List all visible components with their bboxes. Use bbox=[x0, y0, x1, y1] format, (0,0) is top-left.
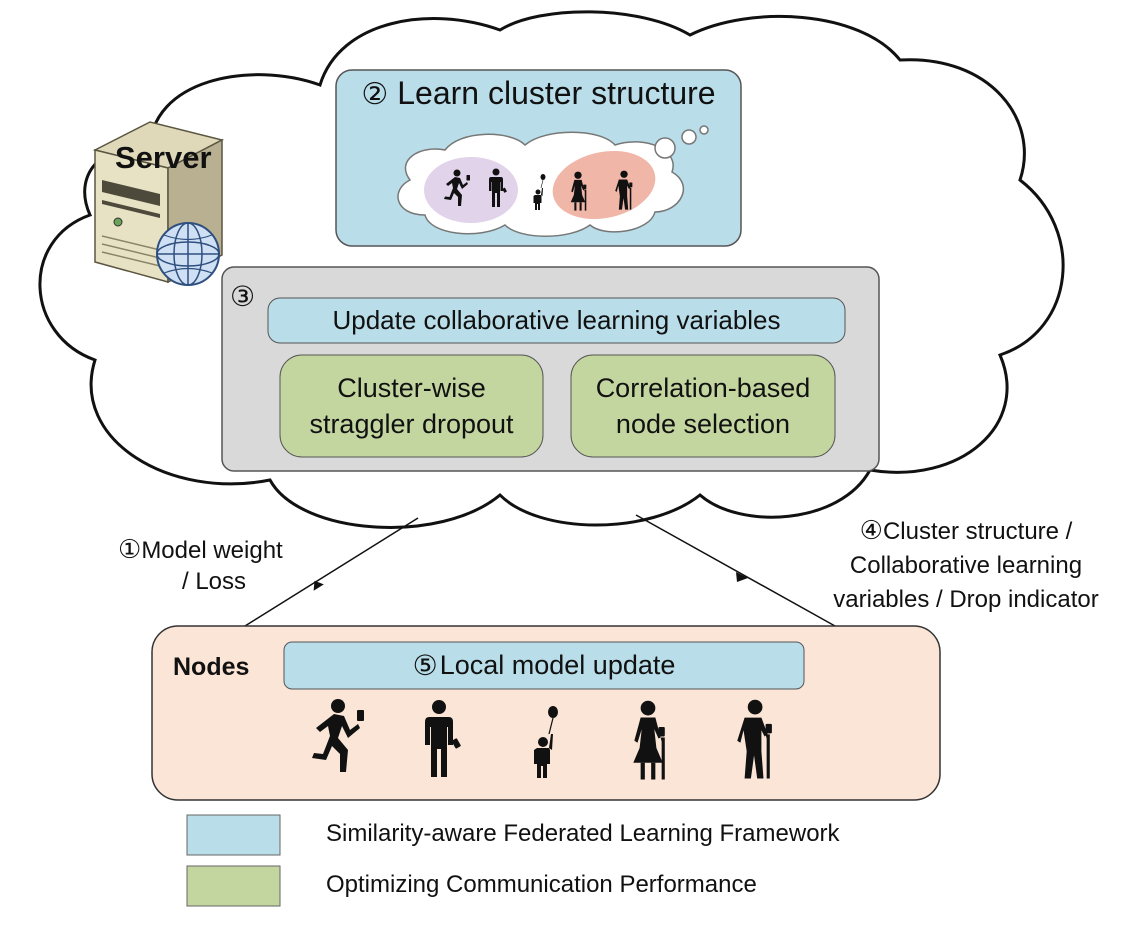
step1-label: ①Model weight / Loss bbox=[118, 534, 283, 597]
node-selection-box bbox=[570, 354, 836, 458]
step4-line1: Cluster structure / bbox=[882, 518, 1073, 545]
step1-number: ① bbox=[118, 534, 142, 564]
update-variables-box bbox=[267, 297, 846, 344]
legend-label-blue: Similarity-aware Federated Learning Fram… bbox=[326, 820, 840, 847]
straggler-dropout-box bbox=[279, 354, 544, 458]
step3-number: ③ bbox=[230, 281, 256, 312]
step2-number: ② bbox=[361, 78, 389, 111]
upload-arrow bbox=[244, 517, 419, 627]
step2-title: ② Learn cluster structure bbox=[340, 75, 737, 112]
local-update-box bbox=[283, 641, 805, 690]
step4-label: ④Cluster structure / Collaborative learn… bbox=[808, 513, 1124, 617]
local-update-label: ⑤ Local model update bbox=[284, 642, 804, 689]
legend-swatch-blue bbox=[186, 814, 281, 856]
step1-line1: Model weight bbox=[141, 537, 283, 564]
straggler-dropout-line1: Cluster-wise bbox=[337, 373, 486, 403]
nodes-label: Nodes bbox=[173, 653, 250, 681]
step1-line2: / Loss bbox=[182, 568, 247, 595]
legend-swatch-green bbox=[186, 865, 281, 907]
step2-label: Learn cluster structure bbox=[397, 75, 716, 111]
step5-number: ⑤ bbox=[412, 650, 438, 681]
download-arrow bbox=[635, 514, 836, 627]
step4-number: ④ bbox=[859, 515, 883, 545]
step4-line3: variables / Drop indicator bbox=[833, 586, 1099, 613]
node-selection-line1: Correlation-based bbox=[595, 373, 811, 403]
node-selection-label: Correlation-based node selection bbox=[571, 355, 835, 457]
update-variables-label: Update collaborative learning variables bbox=[332, 305, 781, 335]
straggler-dropout-line2: straggler dropout bbox=[309, 409, 514, 439]
straggler-dropout-label: Cluster-wise straggler dropout bbox=[280, 355, 543, 457]
node-selection-line2: node selection bbox=[615, 409, 791, 439]
server-label: Server bbox=[115, 140, 212, 175]
thought-cloud bbox=[397, 125, 709, 237]
globe-icon bbox=[156, 222, 220, 286]
step4-line2: Collaborative learning bbox=[849, 552, 1083, 579]
step5-text: Local model update bbox=[439, 650, 676, 680]
legend-label-green: Optimizing Communication Performance bbox=[326, 871, 757, 898]
